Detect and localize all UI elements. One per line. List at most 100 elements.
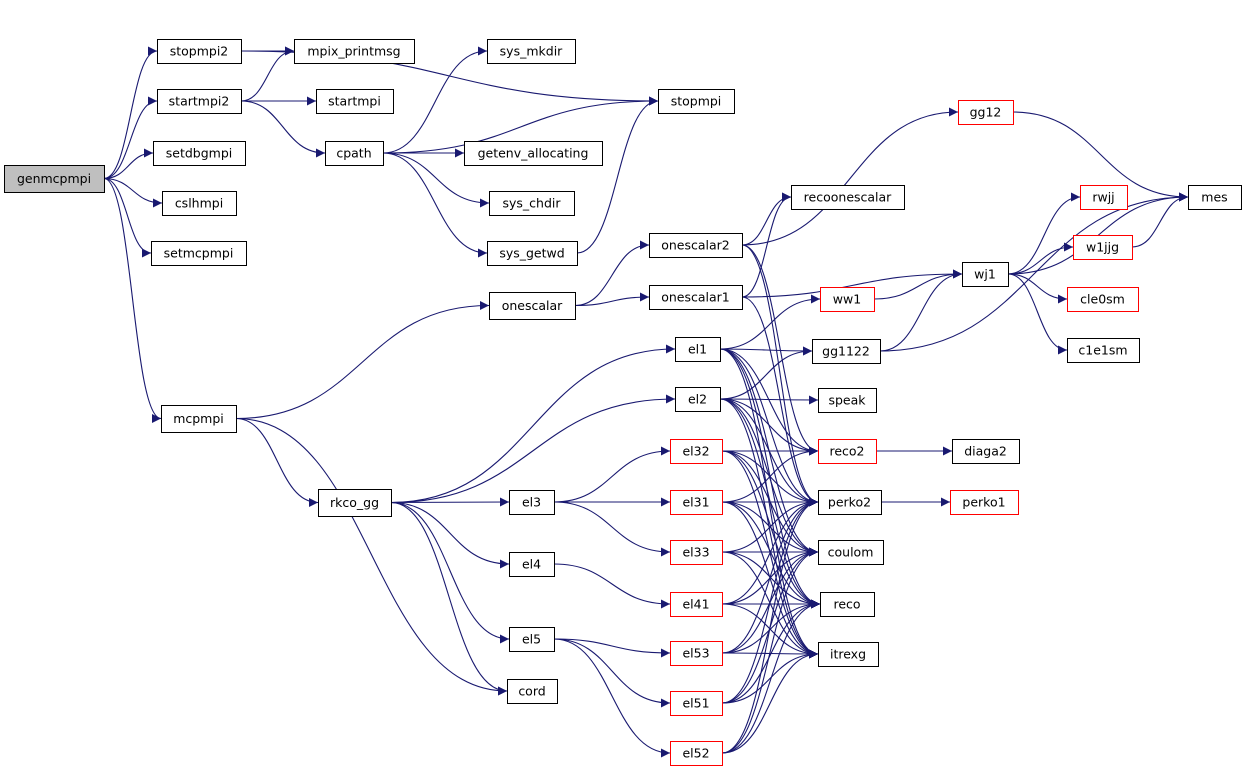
node-box[interactable] [820,592,875,617]
node-box[interactable] [487,39,576,64]
node-box[interactable] [489,292,576,320]
node-el31[interactable]: el31 [670,490,723,515]
node-el53[interactable]: el53 [670,641,723,666]
node-box[interactable] [1080,185,1128,210]
node-el3[interactable]: el3 [509,490,555,515]
node-box[interactable] [649,285,743,310]
node-box[interactable] [670,439,723,464]
node-reco[interactable]: reco [820,592,875,617]
node-diaga2[interactable]: diaga2 [952,439,1020,464]
node-mpix_printmsg[interactable]: mpix_printmsg [294,39,415,64]
node-cord[interactable]: cord [507,679,558,704]
node-mcpmpi[interactable]: mcpmpi [161,405,237,433]
node-setdbgmpi[interactable]: setdbgmpi [153,141,246,166]
node-box[interactable] [153,141,246,166]
node-onescalar2[interactable]: onescalar2 [649,233,743,258]
node-box[interactable] [952,439,1020,464]
node-box[interactable] [818,540,884,565]
node-cle0sm[interactable]: cle0sm [1067,287,1139,312]
node-sys_mkdir[interactable]: sys_mkdir [487,39,576,64]
node-rkco_gg[interactable]: rkco_gg [318,489,392,517]
node-box[interactable] [962,262,1009,287]
node-sys_getwd[interactable]: sys_getwd [487,241,578,266]
node-itrexg[interactable]: itrexg [818,642,879,667]
node-box[interactable] [958,100,1014,125]
node-box[interactable] [157,39,242,64]
node-box[interactable] [157,89,242,114]
node-box[interactable] [4,165,105,193]
node-el4[interactable]: el4 [509,552,555,577]
node-box[interactable] [658,89,735,114]
node-box[interactable] [162,191,237,216]
node-cpath[interactable]: cpath [325,141,384,166]
node-box[interactable] [675,337,721,362]
node-box[interactable] [316,89,394,114]
node-box[interactable] [670,691,723,716]
node-box[interactable] [818,388,877,413]
node-el1[interactable]: el1 [675,337,721,362]
node-box[interactable] [1067,287,1139,312]
node-box[interactable] [1188,185,1242,210]
node-box[interactable] [507,679,558,704]
node-el2[interactable]: el2 [675,387,721,412]
node-box[interactable] [489,191,575,216]
node-startmpi[interactable]: startmpi [316,89,394,114]
node-box[interactable] [812,339,881,364]
node-box[interactable] [818,490,882,515]
node-box[interactable] [509,490,555,515]
node-el33[interactable]: el33 [670,540,723,565]
node-coulom[interactable]: coulom [818,540,884,565]
node-box[interactable] [509,627,555,652]
node-onescalar[interactable]: onescalar [489,292,576,320]
node-el41[interactable]: el41 [670,592,723,617]
node-rwjj[interactable]: rwjj [1080,185,1128,210]
node-box[interactable] [509,552,555,577]
node-box[interactable] [950,490,1019,515]
node-box[interactable] [464,141,603,166]
node-recoonescalar[interactable]: recoonescalar [791,185,905,210]
node-speak[interactable]: speak [818,388,877,413]
node-box[interactable] [487,241,578,266]
node-stopmpi2[interactable]: stopmpi2 [157,39,242,64]
node-box[interactable] [670,741,723,766]
node-box[interactable] [649,233,743,258]
node-box[interactable] [294,39,415,64]
node-perko1[interactable]: perko1 [950,490,1019,515]
node-el51[interactable]: el51 [670,691,723,716]
node-perko2[interactable]: perko2 [818,490,882,515]
node-el32[interactable]: el32 [670,439,723,464]
node-w1jjg[interactable]: w1jjg [1073,235,1133,260]
node-setmcpmpi[interactable]: setmcpmpi [151,241,247,266]
node-stopmpi[interactable]: stopmpi [658,89,735,114]
node-box[interactable] [670,641,723,666]
node-box[interactable] [161,405,237,433]
node-sys_chdir[interactable]: sys_chdir [489,191,575,216]
node-box[interactable] [818,642,879,667]
node-mes[interactable]: mes [1188,185,1242,210]
node-box[interactable] [818,439,877,464]
node-gg12[interactable]: gg12 [958,100,1014,125]
node-reco2[interactable]: reco2 [818,439,877,464]
node-box[interactable] [670,540,723,565]
node-ww1[interactable]: ww1 [820,287,875,312]
node-genmcpmpi[interactable]: genmcpmpi [4,165,105,193]
node-box[interactable] [670,592,723,617]
node-gg1122[interactable]: gg1122 [812,339,881,364]
node-box[interactable] [820,287,875,312]
node-el52[interactable]: el52 [670,741,723,766]
node-startmpi2[interactable]: startmpi2 [157,89,242,114]
node-el5[interactable]: el5 [509,627,555,652]
node-box[interactable] [318,489,392,517]
node-c1e1sm[interactable]: c1e1sm [1067,338,1140,363]
node-box[interactable] [1067,338,1140,363]
node-box[interactable] [670,490,723,515]
node-box[interactable] [791,185,905,210]
node-wj1[interactable]: wj1 [962,262,1009,287]
node-getenv_allocating[interactable]: getenv_allocating [464,141,603,166]
node-cslhmpi[interactable]: cslhmpi [162,191,237,216]
node-box[interactable] [325,141,384,166]
node-onescalar1[interactable]: onescalar1 [649,285,743,310]
node-box[interactable] [151,241,247,266]
node-box[interactable] [675,387,721,412]
node-box[interactable] [1073,235,1133,260]
